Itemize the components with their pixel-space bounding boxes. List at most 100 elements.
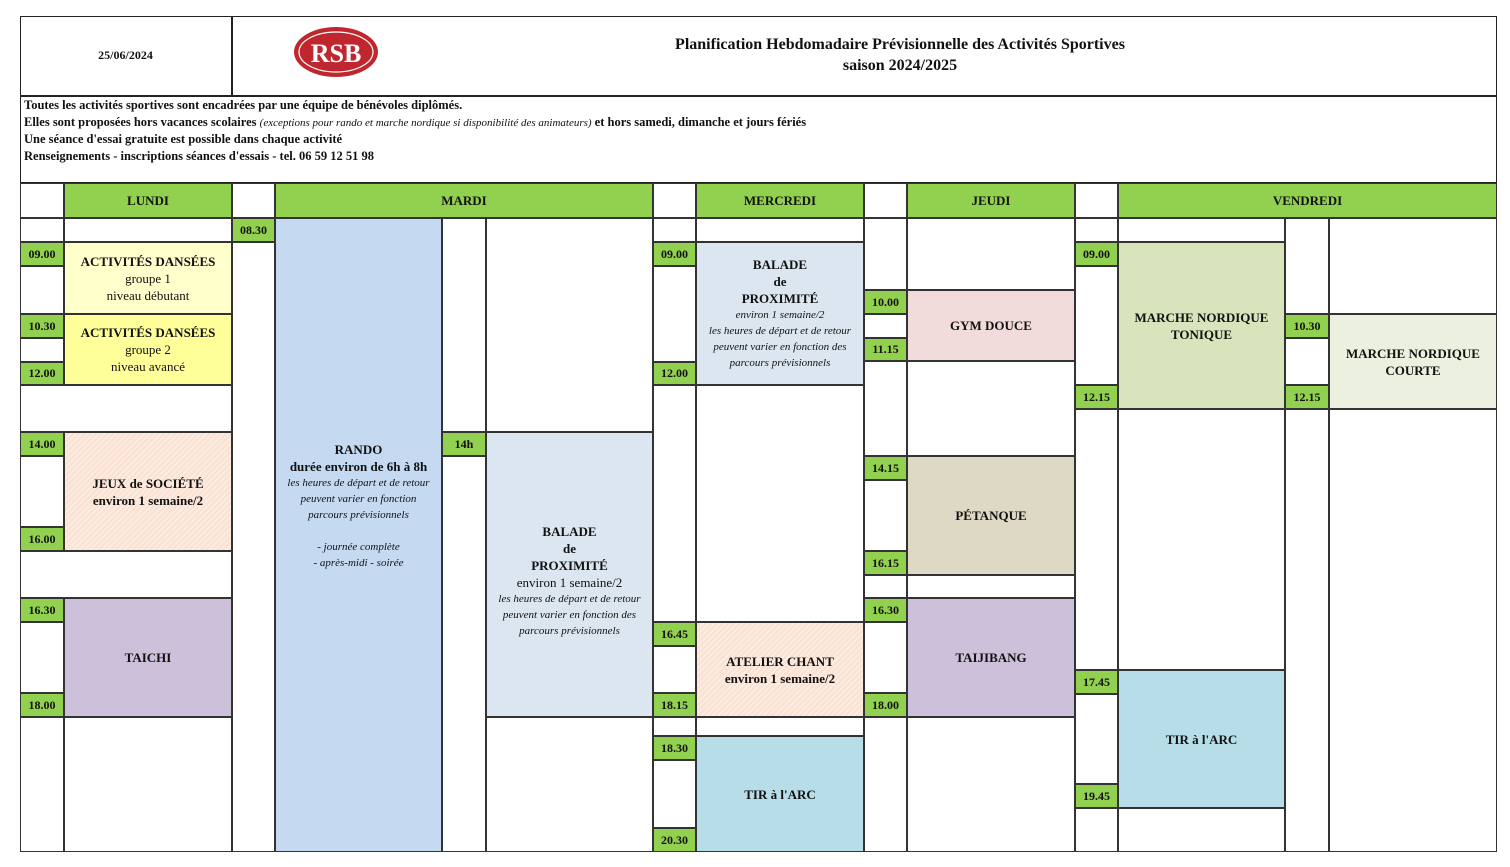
- svg-text:RSB: RSB: [311, 39, 362, 68]
- time-label: 18.00: [864, 693, 907, 717]
- time-label: 12.15: [1075, 385, 1118, 409]
- empty-cell: [907, 575, 1075, 598]
- activity-danse-groupe2: ACTIVITÉS DANSÉES groupe 2 niveau avancé: [64, 314, 232, 385]
- header-divider: [231, 16, 233, 96]
- time-label: 17.45: [1075, 670, 1118, 694]
- day-header-mercredi: MERCREDI: [696, 183, 864, 218]
- activity-balade-proximite-mardi: BALADE de PROXIMITÉ environ 1 semaine/2 …: [486, 432, 653, 717]
- empty-cell: [653, 646, 696, 693]
- empty-cell: [653, 717, 696, 736]
- info-line-3: Une séance d'essai gratuite est possible…: [24, 132, 343, 146]
- header-bottom-rule: [20, 95, 1497, 97]
- time-label: 10.30: [1285, 314, 1329, 338]
- empty-cell: [907, 361, 1075, 456]
- info-line-2: Elles sont proposées hors vacances scola…: [24, 114, 807, 129]
- empty-cell: [864, 480, 907, 551]
- empty-cell: [1075, 409, 1118, 670]
- time-label: 16.30: [20, 598, 64, 622]
- empty-cell: [20, 338, 64, 362]
- blank-header-cell: [232, 183, 275, 218]
- activity-petanque: PÉTANQUE: [907, 456, 1075, 575]
- empty-cell: [864, 575, 907, 598]
- empty-cell: [1075, 808, 1118, 852]
- time-label: 14.15: [864, 456, 907, 480]
- empty-cell: [20, 385, 232, 432]
- time-label: 11.15: [864, 338, 907, 361]
- time-label: 16.30: [864, 598, 907, 622]
- activity-taijibang: TAIJIBANG: [907, 598, 1075, 717]
- time-label: 08.30: [232, 218, 275, 242]
- time-label: 10.30: [20, 314, 64, 338]
- time-label: 16.45: [653, 622, 696, 646]
- empty-cell: [864, 717, 907, 852]
- empty-cell: [64, 218, 232, 242]
- activity-balade-proximite-mercredi: BALADE de PROXIMITÉ environ 1 semaine/2 …: [696, 242, 864, 385]
- empty-cell: [20, 266, 64, 314]
- empty-cell: [864, 218, 907, 290]
- empty-cell: [653, 218, 696, 242]
- activity-taichi: TAICHI: [64, 598, 232, 717]
- time-label: 09.00: [653, 242, 696, 266]
- empty-cell: [20, 218, 64, 242]
- empty-cell: [1075, 694, 1118, 784]
- empty-cell: [696, 717, 864, 736]
- time-label: 19.45: [1075, 784, 1118, 808]
- activity-tir-a-larc-vendredi: TIR à l'ARC: [1118, 670, 1285, 808]
- time-label: 10.00: [864, 290, 907, 314]
- empty-cell: [64, 717, 232, 852]
- time-label: 09.00: [20, 242, 64, 266]
- empty-cell: [442, 218, 486, 432]
- time-label: 16.00: [20, 527, 64, 551]
- time-label: 14h: [442, 432, 486, 456]
- activity-gym-douce: GYM DOUCE: [907, 290, 1075, 361]
- empty-cell: [653, 385, 696, 622]
- page-title: Planification Hebdomadaire Prévisionnell…: [540, 34, 1260, 76]
- empty-cell: [864, 361, 907, 456]
- info-line-4: Renseignements - inscriptions séances d'…: [24, 148, 374, 163]
- activity-marche-nordique-courte: MARCHE NORDIQUE COURTE: [1329, 314, 1497, 409]
- blank-header-cell: [653, 183, 696, 218]
- time-label: 18.30: [653, 736, 696, 760]
- empty-cell: [1075, 218, 1118, 242]
- empty-cell: [1285, 218, 1329, 314]
- activity-rando: RANDO durée environ de 6h à 8h les heure…: [275, 218, 442, 852]
- empty-cell: [864, 314, 907, 338]
- time-label: 20.30: [653, 828, 696, 852]
- empty-cell: [1118, 218, 1285, 242]
- blank-header-cell: [20, 183, 64, 218]
- empty-cell: [1285, 338, 1329, 385]
- day-header-vendredi: VENDREDI: [1118, 183, 1497, 218]
- time-label: 18.00: [20, 693, 64, 717]
- empty-cell: [907, 717, 1075, 852]
- empty-cell: [1118, 409, 1285, 670]
- activity-danse-groupe1: ACTIVITÉS DANSÉES groupe 1 niveau débuta…: [64, 242, 232, 314]
- info-line-1: Toutes les activités sportives sont enca…: [24, 98, 463, 112]
- empty-cell: [653, 266, 696, 362]
- empty-cell: [232, 242, 275, 852]
- empty-cell: [1329, 409, 1497, 852]
- title-line-2: saison 2024/2025: [842, 57, 958, 74]
- blank-header-cell: [864, 183, 907, 218]
- day-header-jeudi: JEUDI: [907, 183, 1075, 218]
- blank-header-cell: [1075, 183, 1118, 218]
- time-label: 12.00: [20, 362, 64, 385]
- activity-jeux-de-societe: JEUX de SOCIÉTÉ environ 1 semaine/2: [64, 432, 232, 551]
- time-label: 12.00: [653, 362, 696, 385]
- time-label: 18.15: [653, 693, 696, 717]
- title-line-1: Planification Hebdomadaire Prévisionnell…: [675, 36, 1125, 53]
- empty-cell: [442, 456, 486, 852]
- empty-cell: [696, 385, 864, 622]
- empty-cell: [1075, 266, 1118, 385]
- document-date: 25/06/2024: [98, 48, 153, 62]
- day-header-lundi: LUNDI: [64, 183, 232, 218]
- empty-cell: [20, 717, 64, 852]
- empty-cell: [1118, 808, 1285, 852]
- activity-tir-a-larc-mercredi: TIR à l'ARC: [696, 736, 864, 852]
- empty-cell: [486, 717, 653, 852]
- empty-cell: [486, 218, 653, 432]
- empty-cell: [20, 551, 232, 598]
- day-header-mardi: MARDI: [275, 183, 653, 218]
- empty-cell: [20, 456, 64, 527]
- empty-cell: [696, 218, 864, 242]
- rsb-logo: RSB: [292, 25, 380, 79]
